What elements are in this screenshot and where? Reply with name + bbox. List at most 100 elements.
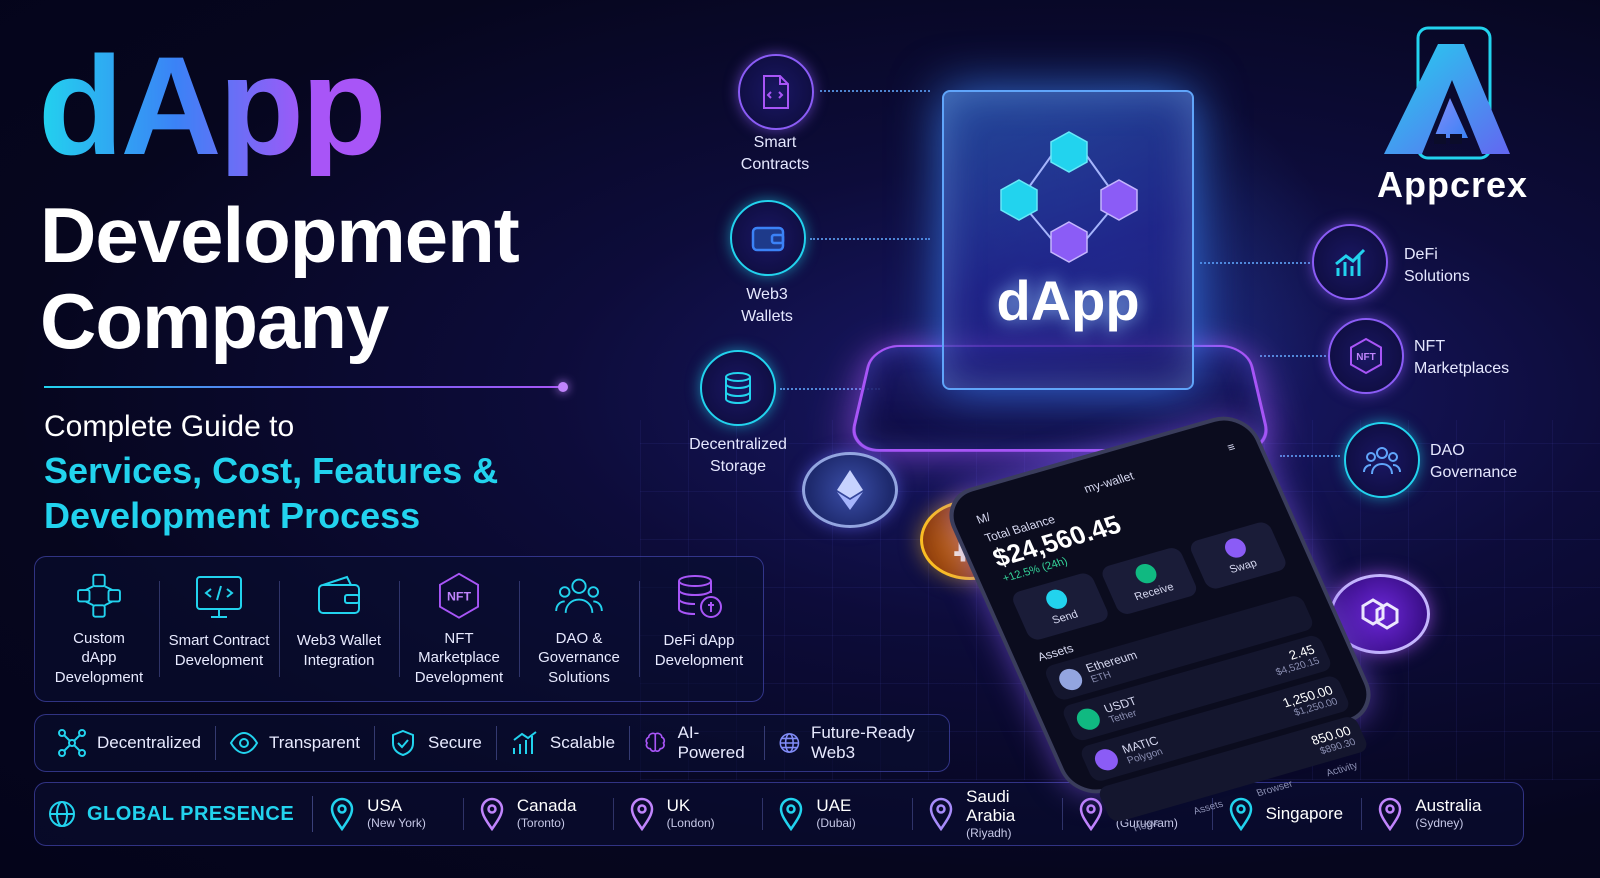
svg-text:NFT: NFT [447, 590, 471, 604]
database-icon [725, 372, 751, 405]
send-button[interactable]: Send [1009, 571, 1111, 642]
bar-chart-icon [512, 731, 537, 754]
people-icon [555, 578, 603, 613]
location-country: Singapore [1265, 804, 1344, 824]
network-icon [58, 729, 86, 757]
node-decentralized-storage [700, 350, 776, 426]
asset-icon [1055, 665, 1086, 693]
asset-icon [1109, 787, 1140, 814]
location-item: Saudi Arabia(Riyadh) [912, 787, 1062, 840]
swap-label: Swap [1227, 557, 1260, 576]
map-pin-icon [330, 797, 354, 831]
service-card[interactable]: DeFi dApp Development [639, 571, 759, 687]
node-label-web3-wallets: Web3 Wallets [697, 284, 837, 327]
feature-label: Future-Ready Web3 [810, 723, 915, 762]
subtitle: Complete Guide to [44, 410, 295, 443]
location-city: (Sydney) [1415, 815, 1464, 830]
connector-line [780, 388, 880, 390]
location-country: UK [666, 796, 691, 816]
feature-label: Decentralized [97, 733, 201, 752]
node-label-line: Storage [709, 457, 767, 475]
location-country: Australia [1415, 796, 1482, 816]
ethereum-icon [837, 470, 863, 510]
service-card[interactable]: Web3 Wallet Integration [279, 571, 399, 687]
connector-line [810, 238, 930, 240]
node-smart-contracts [738, 54, 814, 130]
services-heading-line-2: Development Process [44, 495, 421, 536]
brain-icon [645, 732, 666, 753]
map-pin-icon [630, 797, 653, 831]
feature-transparent: Transparent [214, 726, 374, 760]
node-label-line: Web3 [746, 286, 788, 303]
location-city: (Gurugram) [1115, 815, 1178, 830]
asset-icon [1073, 705, 1104, 733]
location-item: USA(New York) [313, 794, 463, 834]
map-pin-icon [1379, 797, 1402, 831]
location-item: UK(London) [612, 794, 763, 834]
feature-label: Scalable [549, 733, 616, 752]
node-dao-governance [1344, 422, 1420, 498]
people-icon [1363, 447, 1401, 475]
service-label: DAO & Governance Solutions [538, 629, 620, 686]
feature-future-ready: Future-Ready Web3 [764, 723, 941, 762]
node-label-smart-contracts: Smart Contracts [705, 132, 845, 175]
database-coin-icon [678, 575, 722, 618]
connector-line [1260, 355, 1330, 357]
location-item: UAE(Dubai) [762, 794, 912, 834]
service-label: DeFi dApp Development [654, 632, 744, 669]
receive-label: Receive [1132, 581, 1176, 604]
globe-icon [779, 733, 800, 753]
receive-button[interactable]: Receive [1098, 545, 1200, 617]
shield-icon [391, 729, 414, 757]
feature-secure: Secure [373, 726, 496, 760]
location-country: USA [367, 796, 403, 816]
service-card[interactable]: Custom dApp Development [39, 571, 159, 687]
service-label: Custom dApp Development [54, 629, 144, 686]
location-city: (London) [666, 815, 715, 830]
node-label-line: Smart [753, 134, 797, 151]
hero-title-development: Development [40, 191, 520, 279]
service-card[interactable]: NFT NFT Marketplace Development [399, 571, 519, 687]
service-card[interactable]: Smart Contract Development [159, 571, 279, 687]
location-city: (Riyadh) [966, 825, 1012, 840]
node-label-line: Governance [1430, 463, 1518, 481]
connector-line [1200, 262, 1310, 264]
feature-panel: Decentralized Transparent Secure Scalabl… [34, 714, 950, 772]
node-label-line: Wallets [741, 307, 793, 325]
service-card[interactable]: DAO & Governance Solutions [519, 571, 639, 687]
node-label-line: NFT [1414, 338, 1446, 355]
growth-chart-icon [1335, 248, 1366, 276]
blockchain-icon [77, 573, 121, 618]
node-label-dao-governance: DAO Governance [1430, 440, 1580, 483]
wallet-icon [318, 575, 360, 614]
connector-line [1280, 455, 1340, 457]
divider-line [44, 386, 564, 388]
node-label-line: Decentralized [689, 436, 787, 453]
dapp-cube [942, 90, 1194, 390]
feature-scalable: Scalable [495, 726, 629, 760]
service-panel: Custom dApp Development Smart Contract D… [34, 556, 764, 702]
globe-icon [49, 801, 75, 827]
cube-label: dApp [996, 269, 1140, 332]
location-item: Australia(Sydney) [1361, 794, 1511, 834]
map-pin-icon [780, 797, 803, 831]
feature-decentralized: Decentralized [43, 726, 215, 760]
wallet-icon [751, 226, 785, 252]
global-presence-panel: GLOBAL PRESENCE USA(New York)Canada(Toro… [34, 782, 1524, 846]
map-pin-icon [1229, 797, 1252, 831]
feature-label: Secure [427, 733, 482, 752]
swap-button[interactable]: Swap [1187, 520, 1289, 591]
node-nft-marketplaces: NFT [1328, 318, 1404, 394]
feature-label: AI-Powered [677, 723, 745, 762]
global-presence-header: GLOBAL PRESENCE [47, 796, 314, 832]
node-label-line: Contracts [740, 155, 810, 173]
feature-label: Transparent [268, 733, 360, 752]
feature-ai-powered: AI-Powered [629, 723, 764, 762]
location-country: UAE [816, 796, 852, 816]
nft-badge-icon: NFT [1350, 337, 1382, 375]
blockchain-icon [1000, 131, 1138, 263]
hero-title-dapp: dApp [38, 27, 387, 184]
node-label-defi-solutions: DeFi Solutions [1404, 244, 1554, 287]
appcrex-logo-text: Appcrex [1376, 164, 1529, 205]
phone-menu-icon[interactable]: ≡ [1224, 439, 1238, 455]
